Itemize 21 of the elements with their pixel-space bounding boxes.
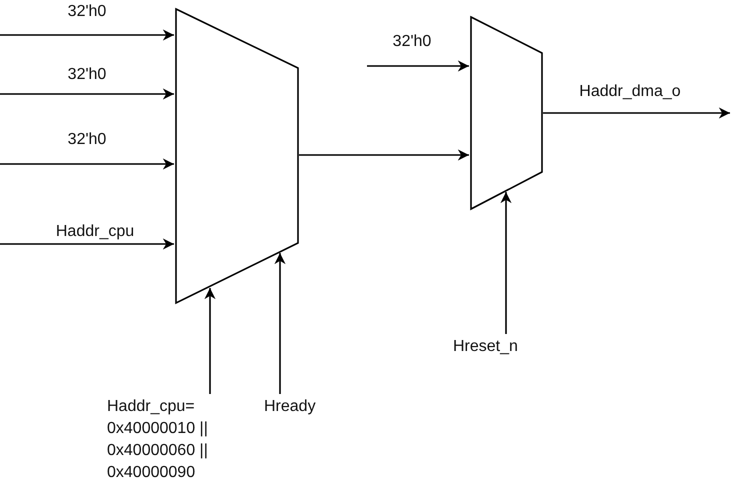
arrow [274,253,286,394]
multiplexer-symbol [470,16,543,210]
signal-label: Hready [264,396,334,418]
edge-label: Haddr_dma_o [579,83,681,101]
edge-label: 32'h0 [392,33,432,51]
edge-label: Haddr_cpu [56,223,134,241]
multiplexer-symbol [175,8,299,304]
arrow [367,60,469,72]
signal-label: Haddr_cpu= 0x40000010 || 0x40000060 || 0x40000090 [107,396,257,484]
arrow [0,88,174,100]
arrow [204,288,216,394]
arrow [0,29,174,41]
arrow [299,149,469,161]
arrow [500,192,512,334]
arrow [0,238,174,250]
edge-label: 32'h0 [68,3,106,21]
signal-label: Hreset_n [453,336,543,358]
edge-label: 32'h0 [68,131,106,149]
arrow [543,107,730,119]
edge-label: 32'h0 [68,66,106,84]
arrow [0,158,174,170]
